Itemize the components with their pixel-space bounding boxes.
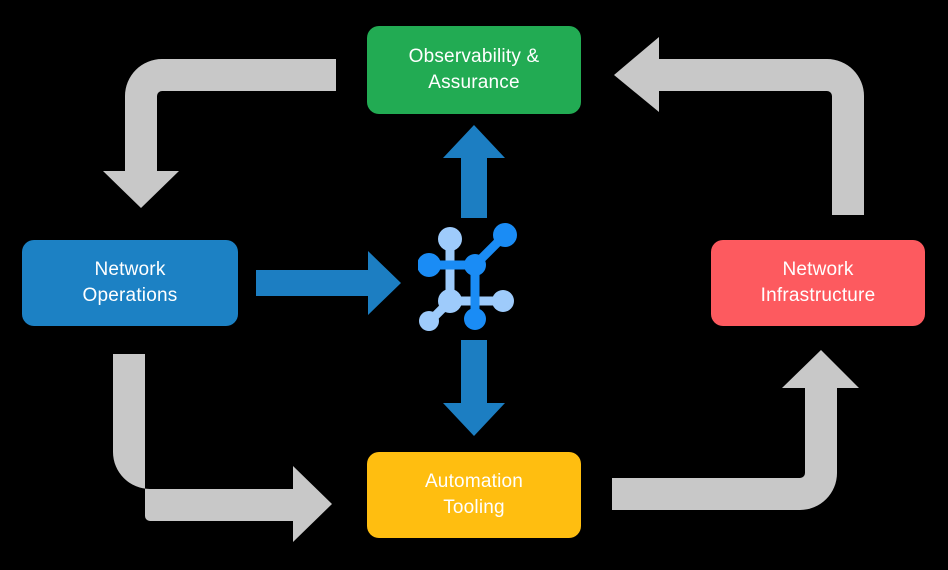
arrow-center-to-observability [443, 125, 505, 218]
arrow-network-operations-to-automation-tooling [113, 354, 332, 542]
arrow-automation-tooling-to-network-infrastructure [612, 350, 859, 510]
node-network-operations[interactable]: Network Operations [22, 240, 238, 326]
node-network-infrastructure[interactable]: Network Infrastructure [711, 240, 925, 326]
network-topology-icon [418, 223, 517, 331]
arrow-network-operations-to-center [256, 251, 401, 315]
node-observability-assurance[interactable]: Observability & Assurance [367, 26, 581, 114]
node-automation-tooling[interactable]: Automation Tooling [367, 452, 581, 538]
arrow-network-infrastructure-to-observability [614, 37, 864, 215]
topology-light-nodes [419, 227, 514, 331]
topology-dark-nodes [418, 223, 517, 330]
arrow-center-to-automation-tooling [443, 340, 505, 436]
arrow-observability-to-network-operations [103, 59, 336, 208]
